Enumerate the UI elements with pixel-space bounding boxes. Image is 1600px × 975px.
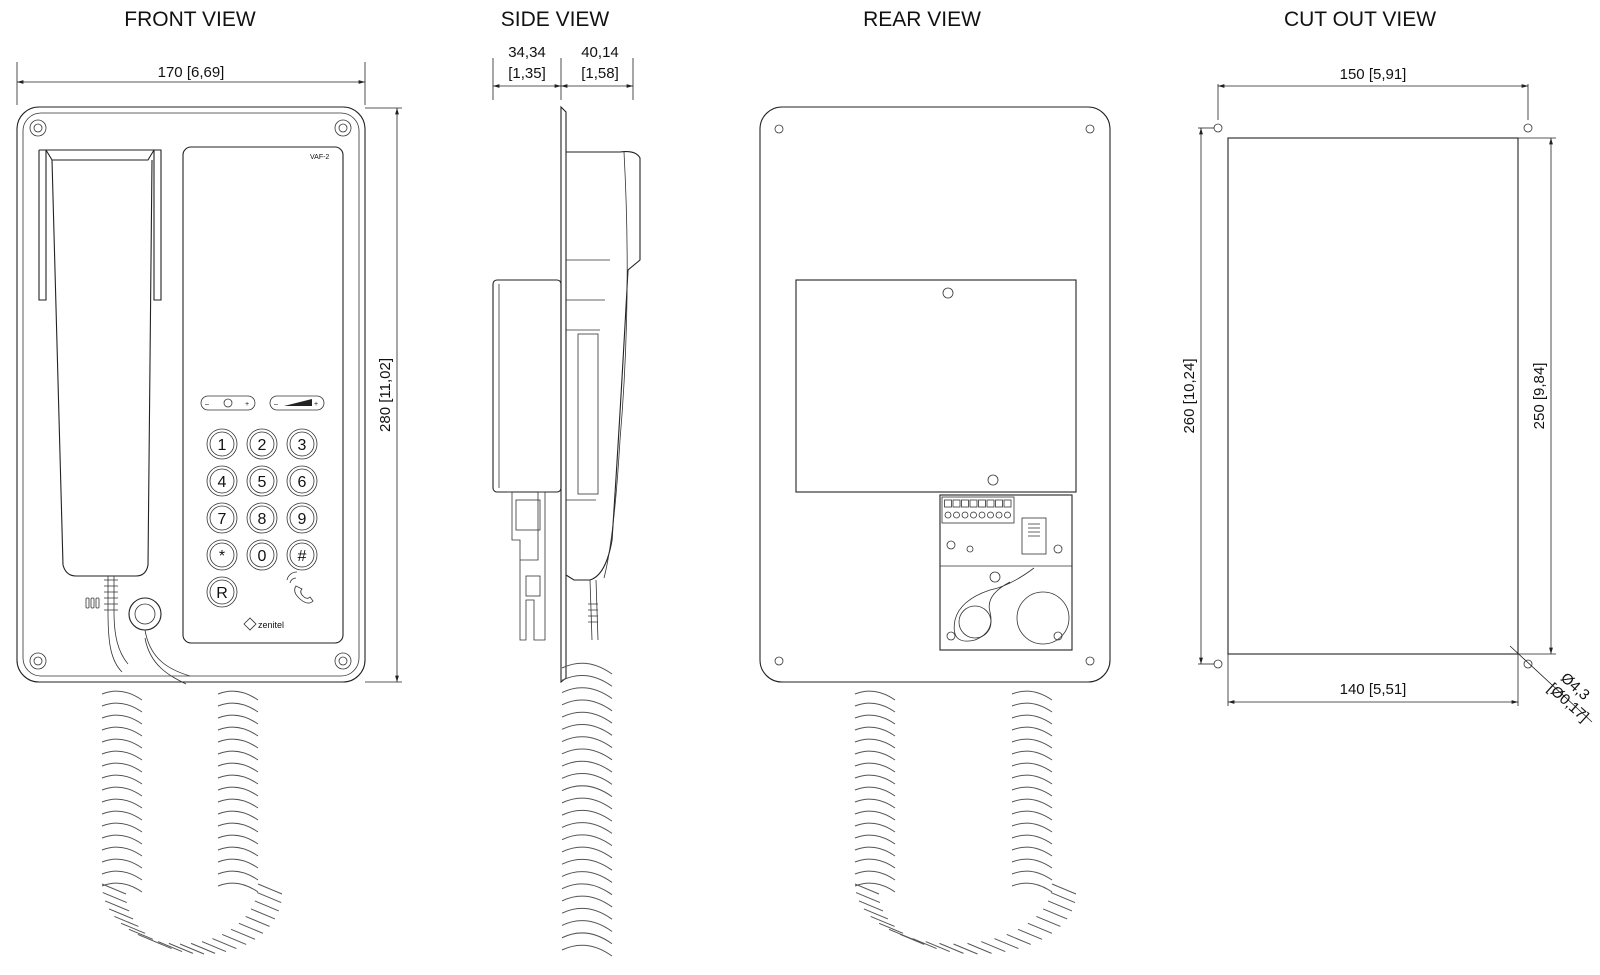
keypad-key-label: 0	[258, 548, 267, 565]
sun-icon	[223, 398, 233, 408]
brand-logo: zenitel	[243, 617, 284, 631]
keypad: 1 2 3 4 5 6 7 8 9 * 0 # R	[206, 428, 318, 608]
volume-icon	[284, 399, 312, 406]
side-depth-2-in: [1,58]	[581, 65, 619, 82]
coiled-cord	[561, 662, 613, 957]
keypad-key[interactable]: 1	[206, 428, 238, 460]
keypad-key[interactable]: 7	[206, 502, 238, 534]
keypad-key[interactable]: *	[206, 539, 238, 571]
keypad-key-label: #	[298, 548, 307, 565]
keypad-key-label: 2	[258, 437, 267, 454]
keypad-key[interactable]: 3	[286, 428, 318, 460]
coiled-cord	[101, 690, 283, 955]
keypad-key[interactable]: 6	[286, 465, 318, 497]
svg-text:–: –	[274, 401, 278, 408]
keypad-key-label: 7	[218, 511, 227, 528]
keypad-key-label: 4	[218, 474, 227, 491]
model-label: VAF-2	[310, 154, 329, 161]
keypad-key-label: 8	[258, 511, 267, 528]
screw-icon	[987, 474, 999, 486]
cutout-outer-width: 150 [5,91]	[1340, 66, 1407, 83]
side-view-title: SIDE VIEW	[501, 8, 610, 31]
rear-view	[759, 106, 1111, 955]
cutout-inner-width: 140 [5,51]	[1340, 681, 1407, 698]
keypad-key-label: R	[216, 585, 228, 602]
keypad-key-label: *	[219, 548, 225, 565]
side-view: 34,34 [1,35] 40,14 [1,58]	[492, 44, 641, 957]
keypad-key[interactable]: 5	[246, 465, 278, 497]
mounting-hole	[1213, 659, 1223, 669]
svg-text:+: +	[245, 401, 249, 408]
keypad-key-label: 6	[298, 474, 307, 491]
screw-icon	[942, 287, 954, 299]
svg-text:–: –	[205, 401, 209, 408]
keypad-key[interactable]: 0	[246, 539, 278, 571]
rear-view-title: REAR VIEW	[863, 8, 981, 31]
phone-icon	[286, 571, 314, 604]
keypad-key[interactable]: 9	[286, 502, 318, 534]
keypad-key-label: 9	[298, 511, 307, 528]
mounting-hole	[1523, 659, 1533, 669]
keypad-key[interactable]: R	[206, 576, 238, 608]
handset	[38, 149, 162, 612]
keypad-panel	[182, 146, 344, 644]
front-view-title: FRONT VIEW	[124, 8, 256, 31]
keypad-key-label: 5	[258, 474, 267, 491]
coiled-cord	[854, 690, 1077, 955]
cutout-inner-height: 250 [9,84]	[1531, 363, 1548, 430]
mounting-hole	[1213, 123, 1223, 133]
terminal-board	[939, 494, 1073, 651]
screw-icon	[29, 119, 352, 670]
keypad-key-label: 1	[218, 437, 227, 454]
cutout-view: 150 [5,91] 260 [10,24] 250 [9,84] 140 [5…	[1181, 66, 1593, 725]
brightness-control[interactable]: – +	[200, 395, 256, 411]
front-view: 170 [6,69] 280 [11,02]	[16, 62, 402, 955]
keypad-key[interactable]: #	[286, 539, 318, 571]
cutout-outer-height: 260 [10,24]	[1181, 358, 1198, 433]
side-depth-1-mm: 34,34	[508, 44, 546, 61]
svg-text:zenitel: zenitel	[258, 620, 284, 630]
volume-control[interactable]: – +	[269, 395, 325, 411]
side-depth-1-in: [1,35]	[508, 65, 546, 82]
cutout-rectangle	[1227, 137, 1519, 655]
rear-cover	[795, 279, 1077, 493]
keypad-key[interactable]: 2	[246, 428, 278, 460]
mounting-hole	[1523, 123, 1533, 133]
microphone-icon	[85, 597, 100, 609]
keypad-key[interactable]: 8	[246, 502, 278, 534]
rj-connector	[1021, 517, 1047, 555]
keypad-key[interactable]: 4	[206, 465, 238, 497]
svg-text:+: +	[314, 401, 318, 408]
front-width-dimension: 170 [6,69]	[158, 64, 225, 81]
keypad-key-label: 3	[298, 437, 307, 454]
front-height-dimension: 280 [11,02]	[377, 358, 394, 432]
cord-grommet	[128, 597, 162, 631]
side-depth-2-mm: 40,14	[581, 44, 619, 61]
cutout-view-title: CUT OUT VIEW	[1284, 8, 1436, 31]
